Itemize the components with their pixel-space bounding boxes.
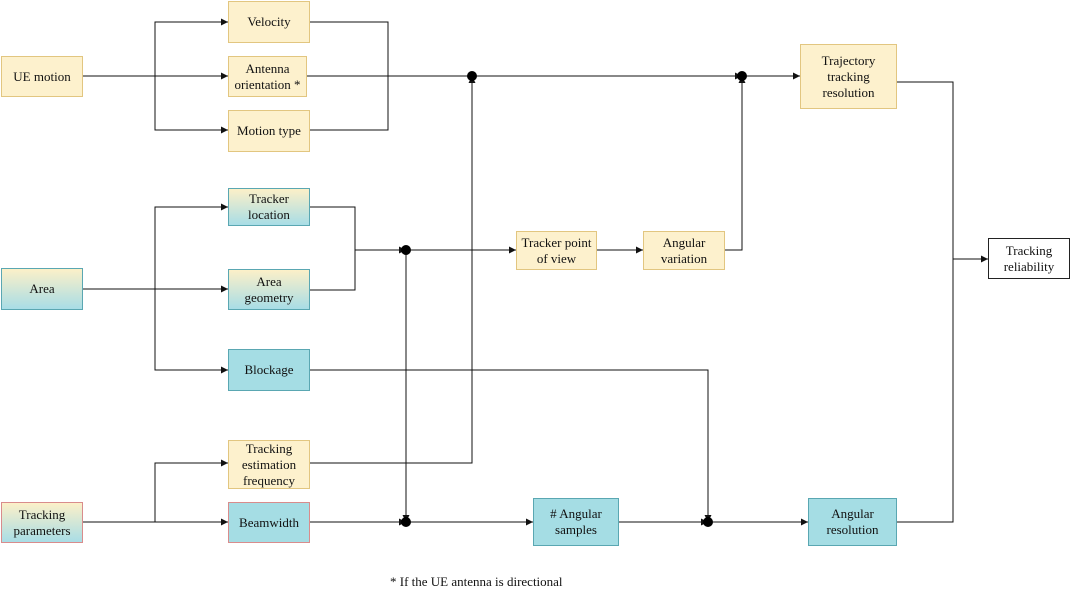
- node-area-geometry: Area geometry: [228, 269, 310, 310]
- node-blockage: Blockage: [228, 349, 310, 391]
- node-antenna-orientation: Antenna orientation *: [228, 56, 307, 97]
- junction-dot-1: [467, 71, 477, 81]
- edge-angular-variation-to-junction2: [725, 76, 746, 251]
- edge-ue-motion-to-velocity: [83, 18, 228, 77]
- junction-dot-3: [401, 245, 411, 255]
- node-angular-variation: Angular variation: [643, 231, 725, 270]
- edge-area-to-blockage: [154, 289, 228, 374]
- edge-frequency-to-junction1: [310, 76, 476, 464]
- edge-trajectory-to-reliability: [897, 81, 954, 523]
- junction-dot-2: [737, 71, 747, 81]
- node-tracker-point-of-view: Tracker point of view: [516, 231, 597, 270]
- edge-blockage-to-junction5: [310, 369, 712, 522]
- node-motion-type: Motion type: [228, 110, 310, 152]
- node-tracking-reliability: Tracking reliability: [988, 238, 1070, 279]
- footnote: * If the UE antenna is directional: [390, 574, 563, 589]
- edge-area-to-location: [154, 203, 228, 289]
- node-beamwidth: Beamwidth: [228, 502, 310, 543]
- edge-ue-motion-to-motion-type: [154, 76, 228, 134]
- node-tracking-parameters: Tracking parameters: [1, 502, 83, 543]
- junction-dot-4: [401, 517, 411, 527]
- node-trajectory-tracking-resolution: Trajectory tracking resolution: [800, 44, 897, 109]
- node-velocity: Velocity: [228, 1, 310, 43]
- junction-dot-5: [703, 517, 713, 527]
- node-angular-samples: # Angular samples: [533, 498, 619, 546]
- node-ue-motion: UE motion: [1, 56, 83, 97]
- node-angular-resolution: Angular resolution: [808, 498, 897, 546]
- node-tracker-location: Tracker location: [228, 188, 310, 226]
- node-area: Area: [1, 268, 83, 310]
- node-tracking-estimation-frequency: Tracking estimation frequency: [228, 440, 310, 489]
- edge-params-to-frequency: [154, 459, 228, 522]
- edge-location-geometry-merge: [310, 206, 356, 291]
